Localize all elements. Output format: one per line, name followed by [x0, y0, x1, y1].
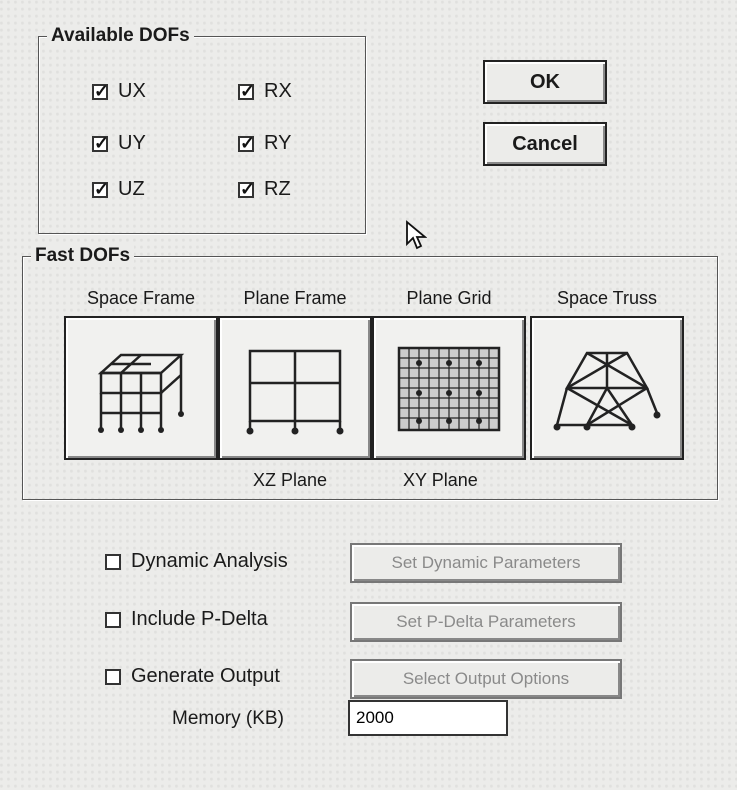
ry-checkbox[interactable]: RY	[238, 132, 291, 155]
mouse-cursor-icon	[406, 220, 427, 250]
include-p-delta-check-mark[interactable]	[105, 611, 121, 628]
dynamic-analysis-check-mark[interactable]	[105, 553, 121, 570]
generate-output-label: Generate Output	[131, 665, 280, 687]
plane-grid-icon	[397, 346, 501, 432]
space-frame-button[interactable]	[64, 316, 218, 460]
ux-check-mark[interactable]	[92, 81, 109, 102]
ux-label: UX	[118, 80, 146, 102]
include-p-delta-label: Include P-Delta	[131, 608, 268, 630]
uz-checkbox[interactable]: UZ	[92, 178, 145, 201]
memory-label: Memory (KB)	[172, 708, 284, 729]
space-truss-icon	[553, 351, 661, 431]
space-truss-button[interactable]	[530, 316, 684, 460]
uy-label: UY	[118, 132, 146, 154]
plane-frame-button[interactable]	[218, 316, 372, 460]
xz-plane-label: XZ Plane	[253, 470, 328, 490]
rx-checkbox[interactable]: RX	[238, 80, 292, 103]
ry-check-mark[interactable]	[238, 133, 255, 154]
rz-label: RZ	[264, 178, 291, 200]
ry-label: RY	[264, 132, 292, 154]
space-frame-label: Space Frame	[86, 288, 196, 308]
space-frame-icon	[97, 353, 185, 433]
plane-grid-label: Plane Grid	[406, 288, 492, 308]
rz-checkbox[interactable]: RZ	[238, 178, 291, 201]
rz-check-mark[interactable]	[238, 179, 255, 200]
available-dofs-title: Available DOFs	[47, 25, 194, 47]
rx-label: RX	[264, 80, 292, 102]
memory-input[interactable]	[348, 700, 508, 736]
select-output-options-button[interactable]: Select Output Options	[350, 659, 622, 699]
plane-frame-icon	[246, 349, 344, 435]
uz-check-mark[interactable]	[92, 179, 109, 200]
dynamic-analysis-checkbox[interactable]: Dynamic Analysis	[105, 550, 288, 573]
set-dynamic-parameters-button[interactable]: Set Dynamic Parameters	[350, 543, 622, 583]
fast-dofs-group: Fast DOFs	[22, 245, 718, 500]
uz-label: UZ	[118, 178, 145, 200]
ok-button[interactable]: OK	[483, 60, 607, 104]
dynamic-analysis-label: Dynamic Analysis	[131, 550, 288, 572]
set-p-delta-parameters-button[interactable]: Set P-Delta Parameters	[350, 602, 622, 642]
ux-checkbox[interactable]: UX	[92, 80, 146, 103]
rx-check-mark[interactable]	[238, 81, 255, 102]
plane-frame-label: Plane Frame	[243, 288, 347, 308]
fast-dofs-title: Fast DOFs	[31, 245, 135, 267]
space-truss-label: Space Truss	[556, 288, 658, 308]
available-dofs-group: Available DOFs	[38, 25, 366, 234]
generate-output-check-mark[interactable]	[105, 668, 121, 685]
uy-check-mark[interactable]	[92, 133, 109, 154]
generate-output-checkbox[interactable]: Generate Output	[105, 665, 280, 688]
cancel-button[interactable]: Cancel	[483, 122, 607, 166]
include-p-delta-checkbox[interactable]: Include P-Delta	[105, 608, 268, 631]
uy-checkbox[interactable]: UY	[92, 132, 146, 155]
plane-grid-button[interactable]	[372, 316, 526, 460]
xy-plane-label: XY Plane	[403, 470, 478, 490]
